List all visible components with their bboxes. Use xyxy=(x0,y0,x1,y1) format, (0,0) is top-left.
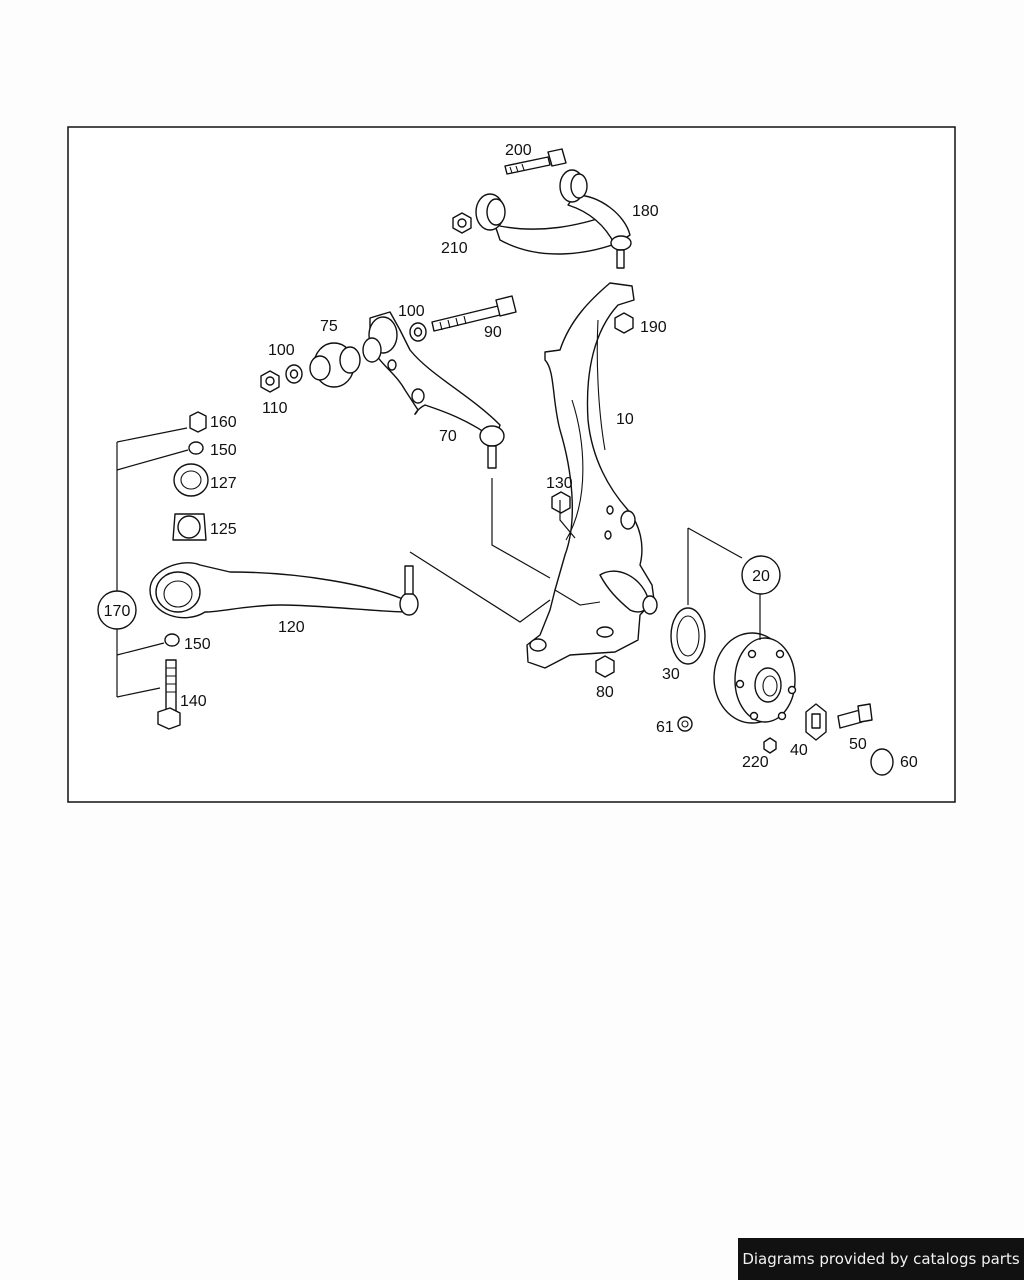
callout-140: 140 xyxy=(180,693,207,710)
callout-160: 160 xyxy=(210,414,237,431)
clip-40 xyxy=(805,703,827,741)
nut-130 xyxy=(551,491,571,514)
nut-190 xyxy=(614,312,634,334)
washer-150b xyxy=(164,633,180,647)
callout-150-lower: 150 xyxy=(184,636,211,653)
steering-knuckle xyxy=(526,282,658,669)
nut-61 xyxy=(677,716,693,732)
callout-75: 75 xyxy=(320,318,338,335)
callout-180: 180 xyxy=(632,203,659,220)
callout-40: 40 xyxy=(790,742,808,759)
wheel-hub-20 xyxy=(713,632,797,724)
callout-60: 60 xyxy=(900,754,918,771)
callout-120: 120 xyxy=(278,619,305,636)
callout-100-lower: 100 xyxy=(268,342,295,359)
credit-banner: Diagrams provided by catalogs parts xyxy=(738,1238,1024,1280)
washer-100a xyxy=(409,322,427,342)
nut-80 xyxy=(595,655,615,678)
callout-50: 50 xyxy=(849,736,867,753)
callout-10: 10 xyxy=(616,411,634,428)
callout-70: 70 xyxy=(439,428,457,445)
bolt-50 xyxy=(837,703,873,729)
bushing-127 xyxy=(173,463,209,497)
callout-110: 110 xyxy=(262,400,288,417)
callout-130: 130 xyxy=(546,475,573,492)
callout-190: 190 xyxy=(640,319,667,336)
callout-170: 170 xyxy=(104,603,131,620)
bolt-200 xyxy=(504,148,567,175)
callout-100-upper: 100 xyxy=(398,303,425,320)
callout-127: 127 xyxy=(210,475,237,492)
nut-220 xyxy=(763,737,777,754)
callout-220: 220 xyxy=(742,754,769,771)
bolt-140 xyxy=(157,659,181,730)
callout-ring-170 xyxy=(97,590,137,630)
bushing-125 xyxy=(172,513,207,541)
bolt-90 xyxy=(431,295,517,332)
callout-200: 200 xyxy=(505,142,532,159)
lower-control-arm xyxy=(149,562,419,619)
callout-20: 20 xyxy=(752,568,770,585)
callout-30: 30 xyxy=(662,666,680,683)
callout-ring-20 xyxy=(741,555,781,595)
callout-150-upper: 150 xyxy=(210,442,237,459)
nut-210 xyxy=(452,212,472,234)
washer-100b xyxy=(285,364,303,384)
tension-strut xyxy=(362,311,505,469)
callout-80: 80 xyxy=(596,684,614,701)
cap-60 xyxy=(870,748,894,776)
callout-90: 90 xyxy=(484,324,502,341)
seal-30 xyxy=(670,607,706,665)
bushing-75 xyxy=(309,342,361,388)
leader-lines xyxy=(116,427,761,698)
washer-150a xyxy=(188,441,204,455)
callout-125: 125 xyxy=(210,521,237,538)
callout-61: 61 xyxy=(656,719,674,736)
credit-text: Diagrams provided by catalogs parts xyxy=(742,1250,1020,1268)
upper-control-arm xyxy=(475,169,632,269)
nut-160 xyxy=(189,411,207,433)
callout-210: 210 xyxy=(441,240,468,257)
nut-110 xyxy=(260,370,280,393)
